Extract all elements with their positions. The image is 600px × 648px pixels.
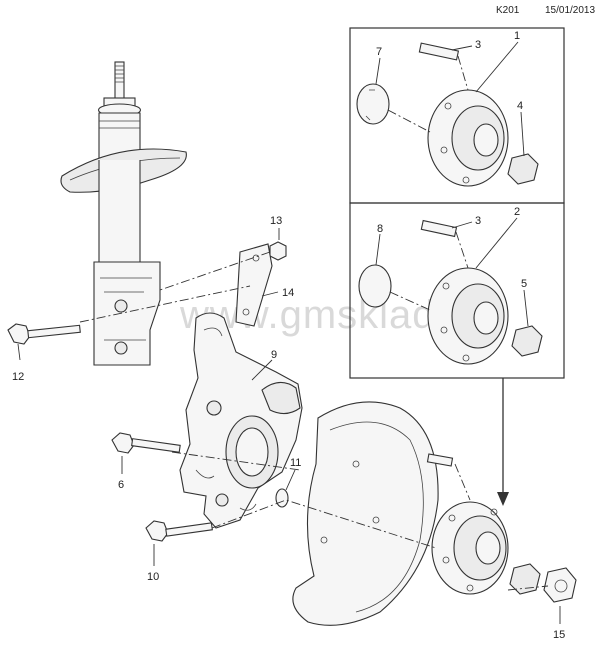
inset-box-lower: [349, 202, 565, 379]
callout-15: 15: [553, 629, 565, 641]
callout-8: 8: [377, 223, 383, 235]
inset-upper-parts: [356, 42, 539, 187]
callout-6: 6: [118, 479, 124, 491]
callout-5: 5: [521, 278, 527, 290]
nut-13: [269, 241, 287, 261]
diagram-date: 15/01/2013: [545, 5, 595, 16]
callout-labels: 1 2 3 3 4 5 6 7 8 9 10 11 12 13 14 15: [12, 30, 565, 641]
callout-3-lower: 3: [475, 215, 481, 227]
brake-shield: [292, 401, 439, 626]
callout-4: 4: [517, 100, 523, 112]
steering-knuckle: [179, 312, 303, 529]
callout-7: 7: [376, 46, 382, 58]
leader-lines: [17, 41, 561, 624]
assembly-lines: [79, 55, 549, 591]
bolt-10: [145, 520, 213, 542]
callout-12: 12: [12, 371, 24, 383]
callout-2: 2: [514, 206, 520, 218]
callout-9: 9: [271, 349, 277, 361]
bolt-12: [7, 323, 81, 345]
diagram-code: K201: [496, 5, 520, 16]
callout-10: 10: [147, 571, 159, 583]
callout-1: 1: [514, 30, 520, 42]
callout-3-upper: 3: [475, 39, 481, 51]
bolt-6: [111, 432, 181, 454]
inset-lower-parts: [358, 219, 543, 365]
strut-assembly: [60, 61, 187, 366]
hub-bearing-main: [426, 453, 577, 603]
callout-14: 14: [282, 287, 294, 299]
callout-13: 13: [270, 215, 282, 227]
callout-11: 11: [290, 457, 301, 469]
washer-11: [275, 488, 289, 508]
inset-arrow: [497, 378, 509, 506]
